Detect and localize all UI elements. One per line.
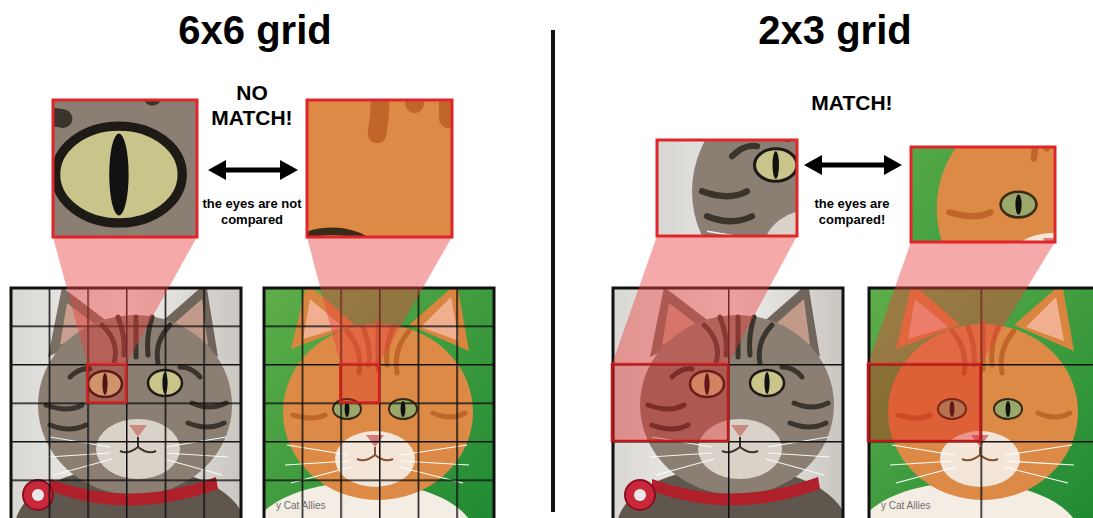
zoom-view — [911, 147, 1055, 242]
panel-heading: 6x6 grid — [155, 6, 355, 54]
zoom-border — [911, 147, 1055, 242]
panel-heading: 2x3 grid — [735, 6, 935, 54]
panel-divider — [551, 30, 555, 512]
zoom-funnel — [53, 237, 197, 364]
photo-watermark: y Cat Allies — [276, 500, 396, 512]
highlight-cell — [340, 364, 379, 403]
zoom-funnel — [612, 236, 797, 364]
zoom-border — [307, 100, 452, 237]
zoom-border — [657, 140, 797, 236]
zoom-border — [53, 100, 197, 237]
match-verdict: MATCH! — [802, 90, 902, 115]
highlight-cell — [87, 364, 126, 403]
zoom-view — [53, 100, 197, 237]
zoom-funnel — [868, 242, 1055, 364]
match-note: the eyes are compared! — [802, 196, 902, 227]
zoom-view — [307, 100, 452, 237]
highlight-cell — [612, 364, 728, 441]
zoom-view — [657, 140, 797, 236]
zoom-funnel — [307, 237, 452, 364]
double-arrow — [804, 155, 902, 175]
double-arrow — [208, 160, 298, 180]
match-verdict: NO MATCH! — [202, 80, 302, 130]
photo-watermark: y Cat Allies — [881, 500, 1001, 512]
match-note: the eyes are not compared — [202, 196, 302, 227]
highlight-cell — [868, 364, 981, 441]
